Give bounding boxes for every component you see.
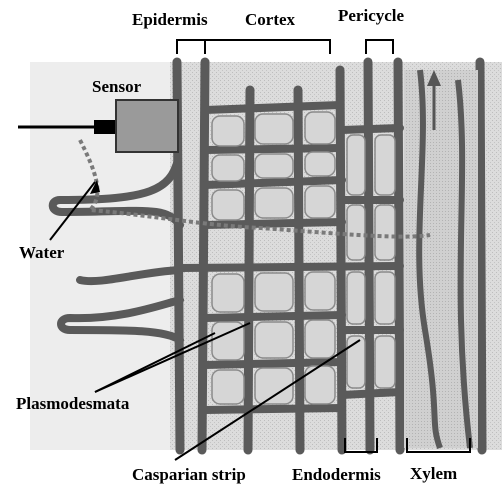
label-sensor: Sensor [92, 78, 141, 95]
label-pericycle: Pericycle [338, 7, 404, 24]
label-epidermis: Epidermis [132, 11, 208, 28]
label-xylem: Xylem [410, 465, 457, 482]
sensor-tip [94, 120, 116, 134]
label-cortex: Cortex [245, 11, 295, 28]
label-casparian-strip: Casparian strip [132, 466, 246, 483]
label-plasmodesmata: Plasmodesmata [16, 395, 129, 412]
label-endodermis: Endodermis [292, 466, 381, 483]
label-water: Water [19, 244, 64, 261]
top-brackets [177, 40, 393, 54]
sensor-body [116, 100, 178, 152]
